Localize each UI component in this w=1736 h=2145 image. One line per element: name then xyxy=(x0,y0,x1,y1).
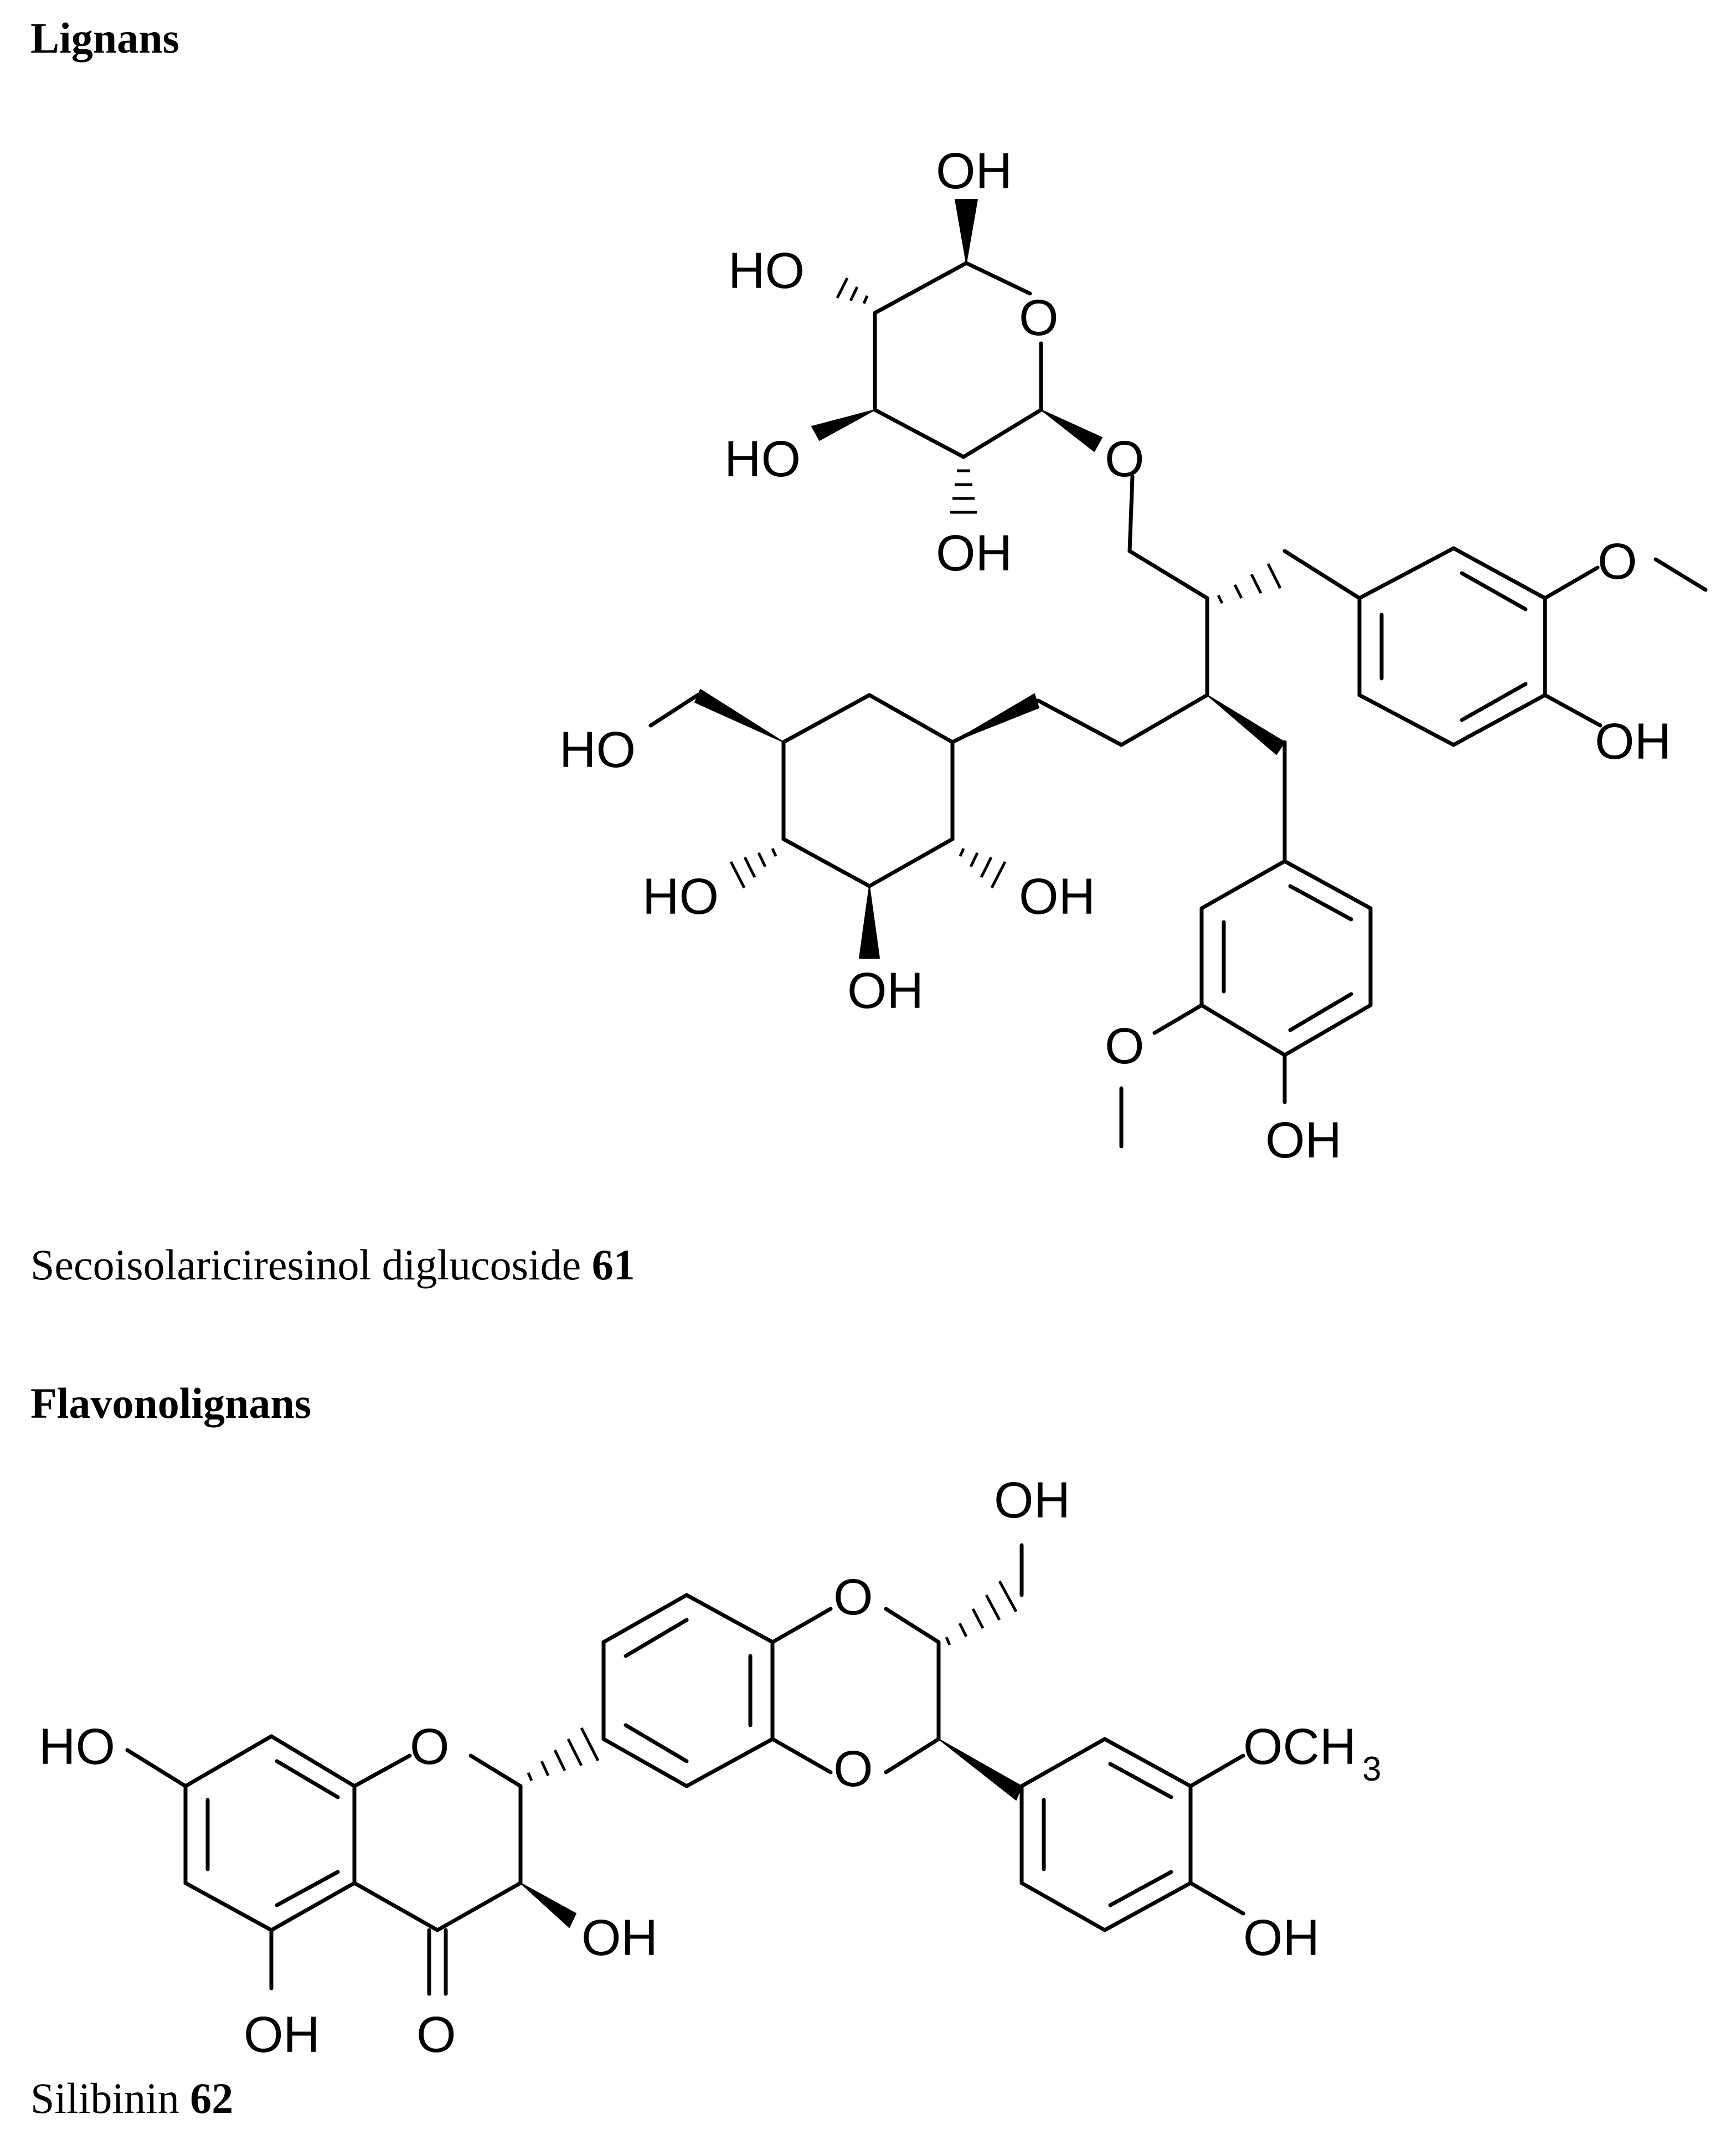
c-ring xyxy=(352,1753,523,1996)
wedge-bond xyxy=(938,1738,1022,1801)
section-title-lignans: Lignans xyxy=(30,14,179,62)
wedge-bond xyxy=(1207,695,1285,755)
atom-oh: OH xyxy=(244,2007,320,2063)
atom-ho: HO xyxy=(559,722,636,778)
atom-o: O xyxy=(1105,1018,1145,1074)
hash-bond xyxy=(1217,563,1282,604)
atom-o: O xyxy=(416,2007,456,2063)
atom-oh: OH xyxy=(1243,1910,1320,1966)
atom-subscript: 3 xyxy=(1362,1750,1381,1788)
wedge-bond xyxy=(1040,409,1103,452)
sugar-ring-bonds xyxy=(873,261,1043,459)
atom-o: O xyxy=(1019,290,1059,346)
atom-o: O xyxy=(833,1741,873,1797)
section-title-flavonolignans: Flavonolignans xyxy=(30,1379,312,1427)
atom-oh: OH xyxy=(581,1910,658,1966)
compound-number: 62 xyxy=(190,2074,234,2122)
hash-bond xyxy=(836,277,869,304)
aryl-ring-c xyxy=(1019,1737,1245,1932)
wedge-bond xyxy=(520,1882,576,1928)
wedge-bond xyxy=(694,689,784,743)
atom-o: O xyxy=(410,1719,450,1775)
wedge-bond xyxy=(955,199,978,264)
a-ring xyxy=(125,1734,412,1990)
hash-bond xyxy=(729,848,777,889)
benzodioxane-ring xyxy=(601,1543,1024,1788)
wedge-bond xyxy=(811,409,875,441)
aryl-ring-upper xyxy=(1357,546,1708,747)
hash-bond xyxy=(945,1580,1018,1645)
atom-oh: OH xyxy=(936,525,1012,582)
atom-och: OCH xyxy=(1243,1719,1356,1775)
atom-oh: OH xyxy=(1019,868,1095,925)
atom-ho: HO xyxy=(724,431,801,487)
atom-oh: OH xyxy=(936,143,1012,199)
atom-oh: OH xyxy=(847,963,924,1019)
atom-oh: OH xyxy=(1595,713,1671,770)
atom-ho: HO xyxy=(39,1719,115,1775)
atom-oh: OH xyxy=(1265,1112,1342,1169)
atom-o: O xyxy=(833,1569,873,1626)
compound-name: Silibinin xyxy=(30,2074,179,2122)
atom-ho: HO xyxy=(728,243,805,299)
chain-bonds xyxy=(1036,474,1362,855)
compound-caption-62: Silibinin 62 xyxy=(30,2077,233,2120)
wedge-bond xyxy=(859,886,880,959)
compound-caption-61: Secoisolariciresinol diglucoside 61 xyxy=(30,1243,635,1287)
atom-o: O xyxy=(1105,431,1145,487)
aryl-ring-lower xyxy=(1119,851,1373,1149)
hash-bond xyxy=(527,1727,600,1781)
atom-oh: OH xyxy=(994,1472,1070,1529)
wedge-bond xyxy=(952,693,1039,743)
hash-bond xyxy=(950,469,977,514)
hash-bond xyxy=(959,848,1007,889)
atom-o: O xyxy=(1598,533,1637,590)
atom-ho: HO xyxy=(642,868,719,925)
compound-name: Secoisolariciresinol diglucoside xyxy=(30,1241,581,1289)
compound-number: 61 xyxy=(591,1241,635,1289)
